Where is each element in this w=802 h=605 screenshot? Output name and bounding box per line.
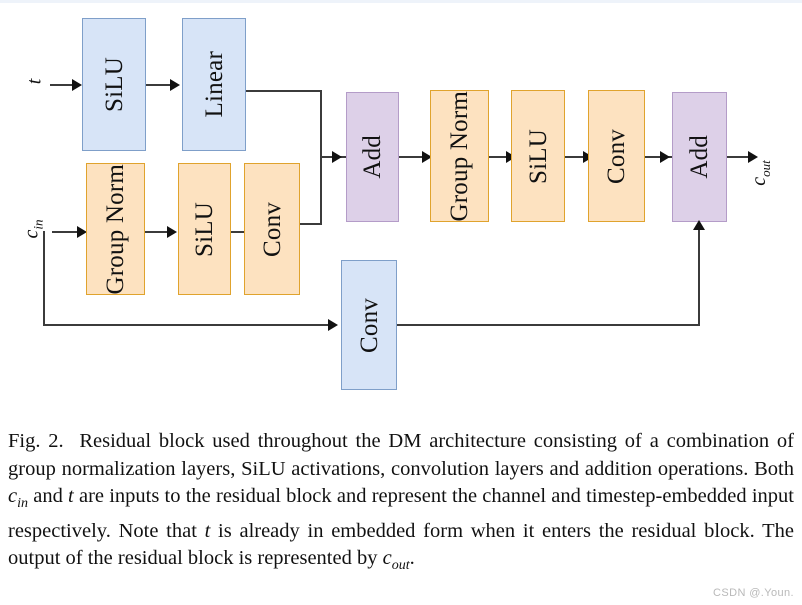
block-conv-right-label: Conv: [603, 128, 630, 184]
block-linear-top[interactable]: Linear: [182, 18, 246, 151]
caption-math-t-2: t: [204, 519, 211, 542]
silu-left-to-conv-line: [231, 231, 255, 233]
caption-figure-number: Fig. 2.: [8, 430, 64, 452]
block-silu-left-label: SiLU: [191, 201, 218, 257]
silu-right-to-conv-line: [565, 156, 590, 158]
page-top-rule: [0, 0, 802, 3]
block-add-second[interactable]: Add: [672, 92, 727, 222]
c-out-main: c: [747, 176, 770, 186]
caption-math-c-in-sub: in: [17, 496, 28, 512]
caption-part5: .: [409, 547, 415, 570]
block-conv-left[interactable]: Conv: [244, 163, 300, 295]
block-conv-left-label: Conv: [258, 201, 286, 257]
c-in-sub: in: [30, 219, 46, 230]
block-groupnorm-left-label: Group Norm: [102, 163, 129, 295]
conv-skip-to-add-hline: [397, 324, 700, 326]
conv-skip-to-add-vline: [698, 228, 700, 325]
block-groupnorm-left[interactable]: Group Norm: [86, 163, 145, 295]
caption-math-c-out-sub: out: [391, 558, 410, 574]
block-add-first[interactable]: Add: [346, 92, 399, 222]
block-silu-right-label: SiLU: [524, 128, 552, 184]
block-conv-skip[interactable]: Conv: [341, 260, 397, 390]
block-add-first-label: Add: [359, 135, 386, 179]
block-linear-top-label: Linear: [200, 51, 228, 118]
conv-skip-to-add-arrowhead: [693, 220, 705, 230]
block-groupnorm-right[interactable]: Group Norm: [430, 90, 489, 222]
c-in-input-arrowhead: [77, 226, 87, 238]
t-input-arrowhead: [72, 79, 82, 91]
groupnorm-left-to-silu-arrowhead: [167, 226, 177, 238]
t-input-label: t: [23, 78, 46, 85]
caption-math-c-out: cout: [382, 547, 410, 573]
silu-top-to-linear-line: [146, 84, 172, 86]
conv-left-to-merge-hline: [300, 223, 322, 225]
conv-left-to-merge-vline: [320, 157, 322, 224]
block-silu-top[interactable]: SiLU: [82, 18, 146, 151]
conv-right-to-add-second-line: [645, 156, 672, 158]
caption-math-c-out-main: c: [382, 547, 392, 570]
block-add-second-label: Add: [686, 135, 713, 179]
block-conv-right[interactable]: Conv: [588, 90, 645, 222]
groupnorm-left-to-silu-line: [145, 231, 170, 233]
block-silu-left[interactable]: SiLU: [178, 163, 231, 295]
c-in-input-line: [52, 231, 79, 233]
caption-math-c-in-main: c: [8, 485, 18, 507]
groupnorm-right-to-silu-line: [489, 156, 513, 158]
block-conv-skip-label: Conv: [355, 297, 383, 353]
merge-to-add-first-arrowhead: [332, 151, 342, 163]
caption-part3: are inputs to the residual block and rep…: [8, 485, 794, 542]
add-first-to-groupnorm-right-line: [399, 156, 426, 158]
caption-part4: is already in embedded form when it ente…: [8, 519, 794, 570]
figure-caption: Fig. 2. Residual block used throughout t…: [8, 428, 794, 580]
silu-top-to-linear-arrowhead: [170, 79, 180, 91]
block-silu-right[interactable]: SiLU: [511, 90, 565, 222]
conv-right-to-add-second-arrowhead: [660, 151, 670, 163]
c-in-main: c: [20, 229, 43, 239]
caption-part1: Residual block used throughout the DM ar…: [8, 430, 795, 480]
skip-to-conv-arrowhead: [328, 319, 338, 331]
linear-to-merge-hline: [246, 90, 322, 92]
linear-to-merge-vline: [320, 90, 322, 158]
skip-drop-vline: [43, 231, 45, 326]
caption-math-t-1: t: [68, 485, 74, 507]
add-second-to-output-arrowhead: [748, 151, 758, 163]
block-silu-top-label: SiLU: [100, 57, 128, 112]
add-first-to-groupnorm-right-arrowhead: [422, 151, 432, 163]
block-groupnorm-right-label: Group Norm: [446, 90, 473, 222]
caption-part2: and: [28, 485, 69, 507]
c-out-sub: out: [757, 160, 773, 177]
t-input-line: [50, 84, 74, 86]
skip-to-conv-hline: [43, 324, 333, 326]
residual-block-diagram: t cin SiLU Linear Group Norm SiLU Conv A…: [20, 18, 774, 390]
add-second-to-output-line: [727, 156, 753, 158]
caption-math-c-in: cin: [8, 485, 28, 511]
c-out-output-label: cout: [748, 160, 774, 186]
csdn-watermark: CSDN @.Youn.: [713, 587, 794, 599]
